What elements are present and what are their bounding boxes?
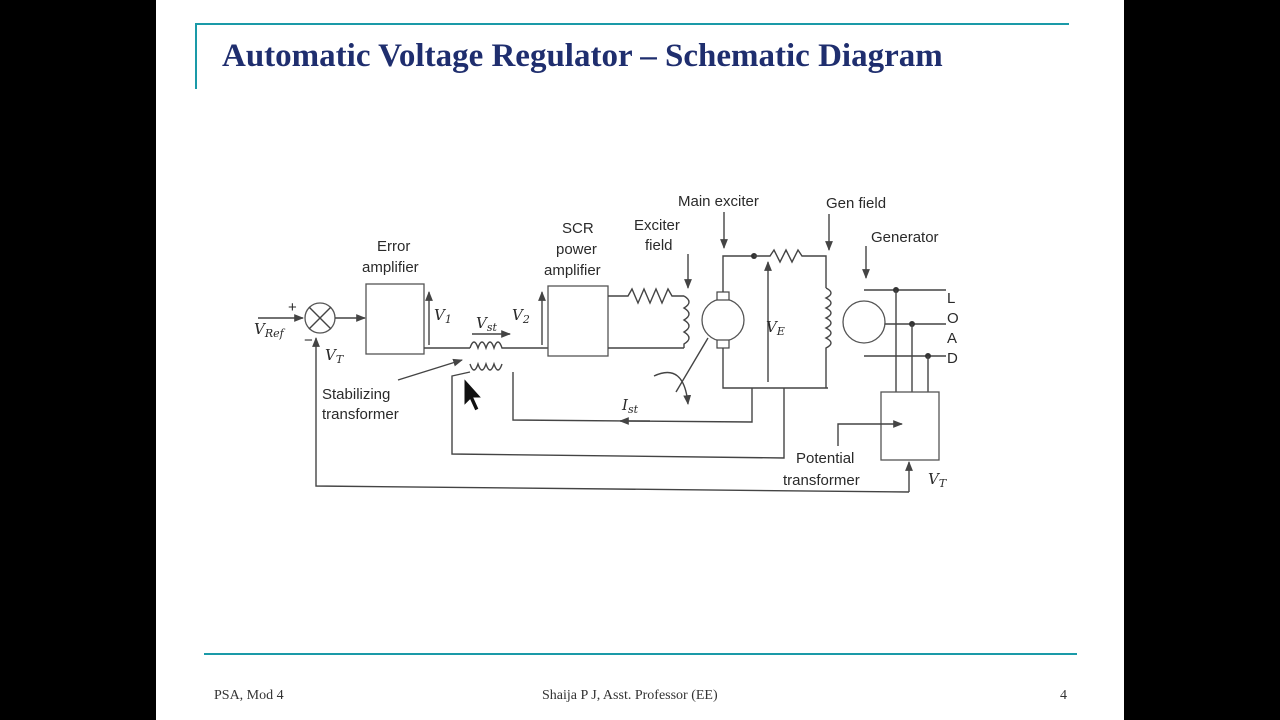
vt-feedback-wire: [312, 337, 910, 493]
title-frame: [195, 23, 1069, 89]
error-amplifier-label-line2: amplifier: [362, 259, 419, 276]
generator-output-lines: [864, 289, 946, 357]
footer-course: PSA, Mod 4: [214, 688, 284, 703]
vst-label: Vst: [476, 314, 497, 334]
slide: Automatic Voltage Regulator – Schematic …: [156, 0, 1124, 720]
v2-label: V2: [512, 306, 530, 326]
load-letter-l: L: [947, 290, 955, 307]
ve-label: VE: [766, 318, 785, 338]
scr-power-amplifier-block: [547, 285, 609, 357]
footer-page-number: 4: [1060, 688, 1067, 703]
vref-label: VRef: [254, 320, 286, 340]
main-exciter-brush-bottom: [716, 339, 730, 349]
exciter-shaft: [675, 337, 709, 393]
generator-label: Generator: [871, 229, 939, 246]
stabilizing-transformer-primary: [469, 341, 548, 351]
potential-transformer-label-line2: transformer: [783, 472, 860, 489]
scr-label-line3: amplifier: [544, 262, 601, 279]
ist-label: Ist: [621, 396, 639, 416]
vt-output-label: VT: [928, 470, 948, 490]
load-letter-d: D: [947, 350, 958, 367]
plus-sign: +: [288, 299, 297, 316]
load-letter-o: O: [947, 310, 959, 327]
scr-label-line2: power: [556, 241, 597, 258]
stabilizing-pointer-arrow: [397, 358, 463, 381]
potential-transformer-block: [880, 391, 940, 461]
pt-connection-wires: [895, 290, 929, 392]
gen-field-coil: [824, 287, 832, 388]
main-exciter-brush-top: [716, 291, 730, 301]
scr-output-resistor: [608, 287, 684, 305]
generator-symbol: [842, 300, 886, 344]
stabilizing-transformer-label-line2: transformer: [322, 406, 399, 423]
main-exciter-top-wire: [722, 255, 754, 292]
stabilizer-return-wire: [451, 371, 785, 459]
slide-title: Automatic Voltage Regulator – Schematic …: [222, 38, 943, 74]
pt-internal-arrow: [837, 420, 903, 446]
exciter-field-label-line2: field: [645, 237, 673, 254]
exciter-field-label-line1: Exciter: [634, 217, 680, 234]
footer-rule: [204, 653, 1077, 655]
v1-label: V1: [434, 306, 452, 326]
main-exciter-label: Main exciter: [678, 193, 759, 210]
error-amplifier-label-line1: Error: [377, 238, 410, 255]
minus-sign: −: [304, 332, 313, 349]
gen-field-resistor: [754, 248, 827, 288]
exciter-field-coil: [682, 295, 690, 348]
mouse-cursor-icon: [463, 376, 484, 412]
potential-transformer-label-line1: Potential: [796, 450, 854, 467]
stabilizing-transformer-secondary: [469, 361, 503, 371]
summing-junction: [304, 302, 336, 334]
main-exciter-armature: [701, 298, 745, 342]
exciter-rotation-arrow: [653, 371, 692, 405]
scr-label-line1: SCR: [562, 220, 594, 237]
load-letter-a: A: [947, 330, 957, 347]
stabilizing-transformer-label-line1: Stabilizing: [322, 386, 390, 403]
main-exciter-bottom-wire: [722, 348, 828, 389]
error-amplifier-block: [365, 283, 425, 355]
vt-feedback-label: VT: [325, 346, 345, 366]
footer-author: Shaija P J, Asst. Professor (EE): [542, 688, 718, 703]
gen-field-label: Gen field: [826, 195, 886, 212]
